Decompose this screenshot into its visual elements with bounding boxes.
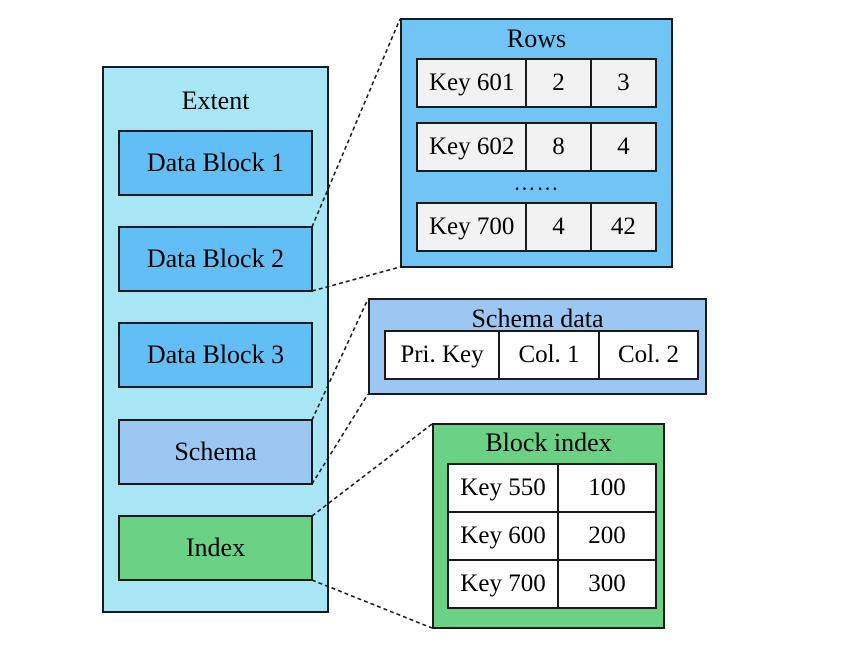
rows-ellipsis: ……: [513, 170, 560, 195]
row-value-cell: 4: [525, 202, 592, 252]
index-key-cell: Key 550: [447, 463, 559, 513]
block-index-row: Key 600 200: [447, 511, 657, 561]
index-connector-bottom: [311, 579, 433, 629]
schema-column-cell: Col. 2: [598, 330, 699, 380]
data-block-1: Data Block 1: [118, 130, 313, 196]
index-value-cell: 300: [557, 559, 657, 609]
row-key-cell: Key 602: [416, 122, 528, 172]
schema-data-title: Schema data: [471, 304, 604, 333]
row-value-cell: 8: [525, 122, 592, 172]
rows-row: Key 700 4 42: [416, 202, 657, 252]
data-block-2: Data Block 2: [118, 226, 313, 292]
extent-title: Extent: [181, 86, 250, 115]
row-value-cell: 3: [589, 58, 657, 108]
schema-connector-bottom: [311, 393, 369, 485]
rows-row: Key 601 2 3: [416, 58, 657, 108]
index-block: Index: [118, 515, 313, 581]
index-value-cell: 200: [557, 511, 657, 561]
schema-columns-row: Pri. Key Col. 1 Col. 2: [384, 330, 699, 380]
rows-row: Key 602 8 4: [416, 122, 657, 172]
block-index-title: Block index: [485, 428, 612, 457]
row-key-cell: Key 601: [416, 58, 528, 108]
index-connector-top: [311, 423, 433, 517]
block-index-row: Key 700 300: [447, 559, 657, 609]
schema-column-cell: Col. 1: [498, 330, 600, 380]
data-block-2-connector-top: [311, 18, 401, 228]
schema-connector-top: [311, 298, 369, 421]
row-value-cell: 42: [589, 202, 657, 252]
index-key-cell: Key 600: [447, 511, 559, 561]
schema-block: Schema: [118, 419, 313, 485]
data-block-3: Data Block 3: [118, 322, 313, 388]
index-key-cell: Key 700: [447, 559, 559, 609]
row-value-cell: 4: [589, 122, 657, 172]
schema-column-cell: Pri. Key: [384, 330, 500, 380]
row-key-cell: Key 700: [416, 202, 528, 252]
data-block-2-connector-bottom: [311, 266, 401, 292]
rows-title: Rows: [506, 24, 567, 53]
row-value-cell: 2: [525, 58, 592, 108]
